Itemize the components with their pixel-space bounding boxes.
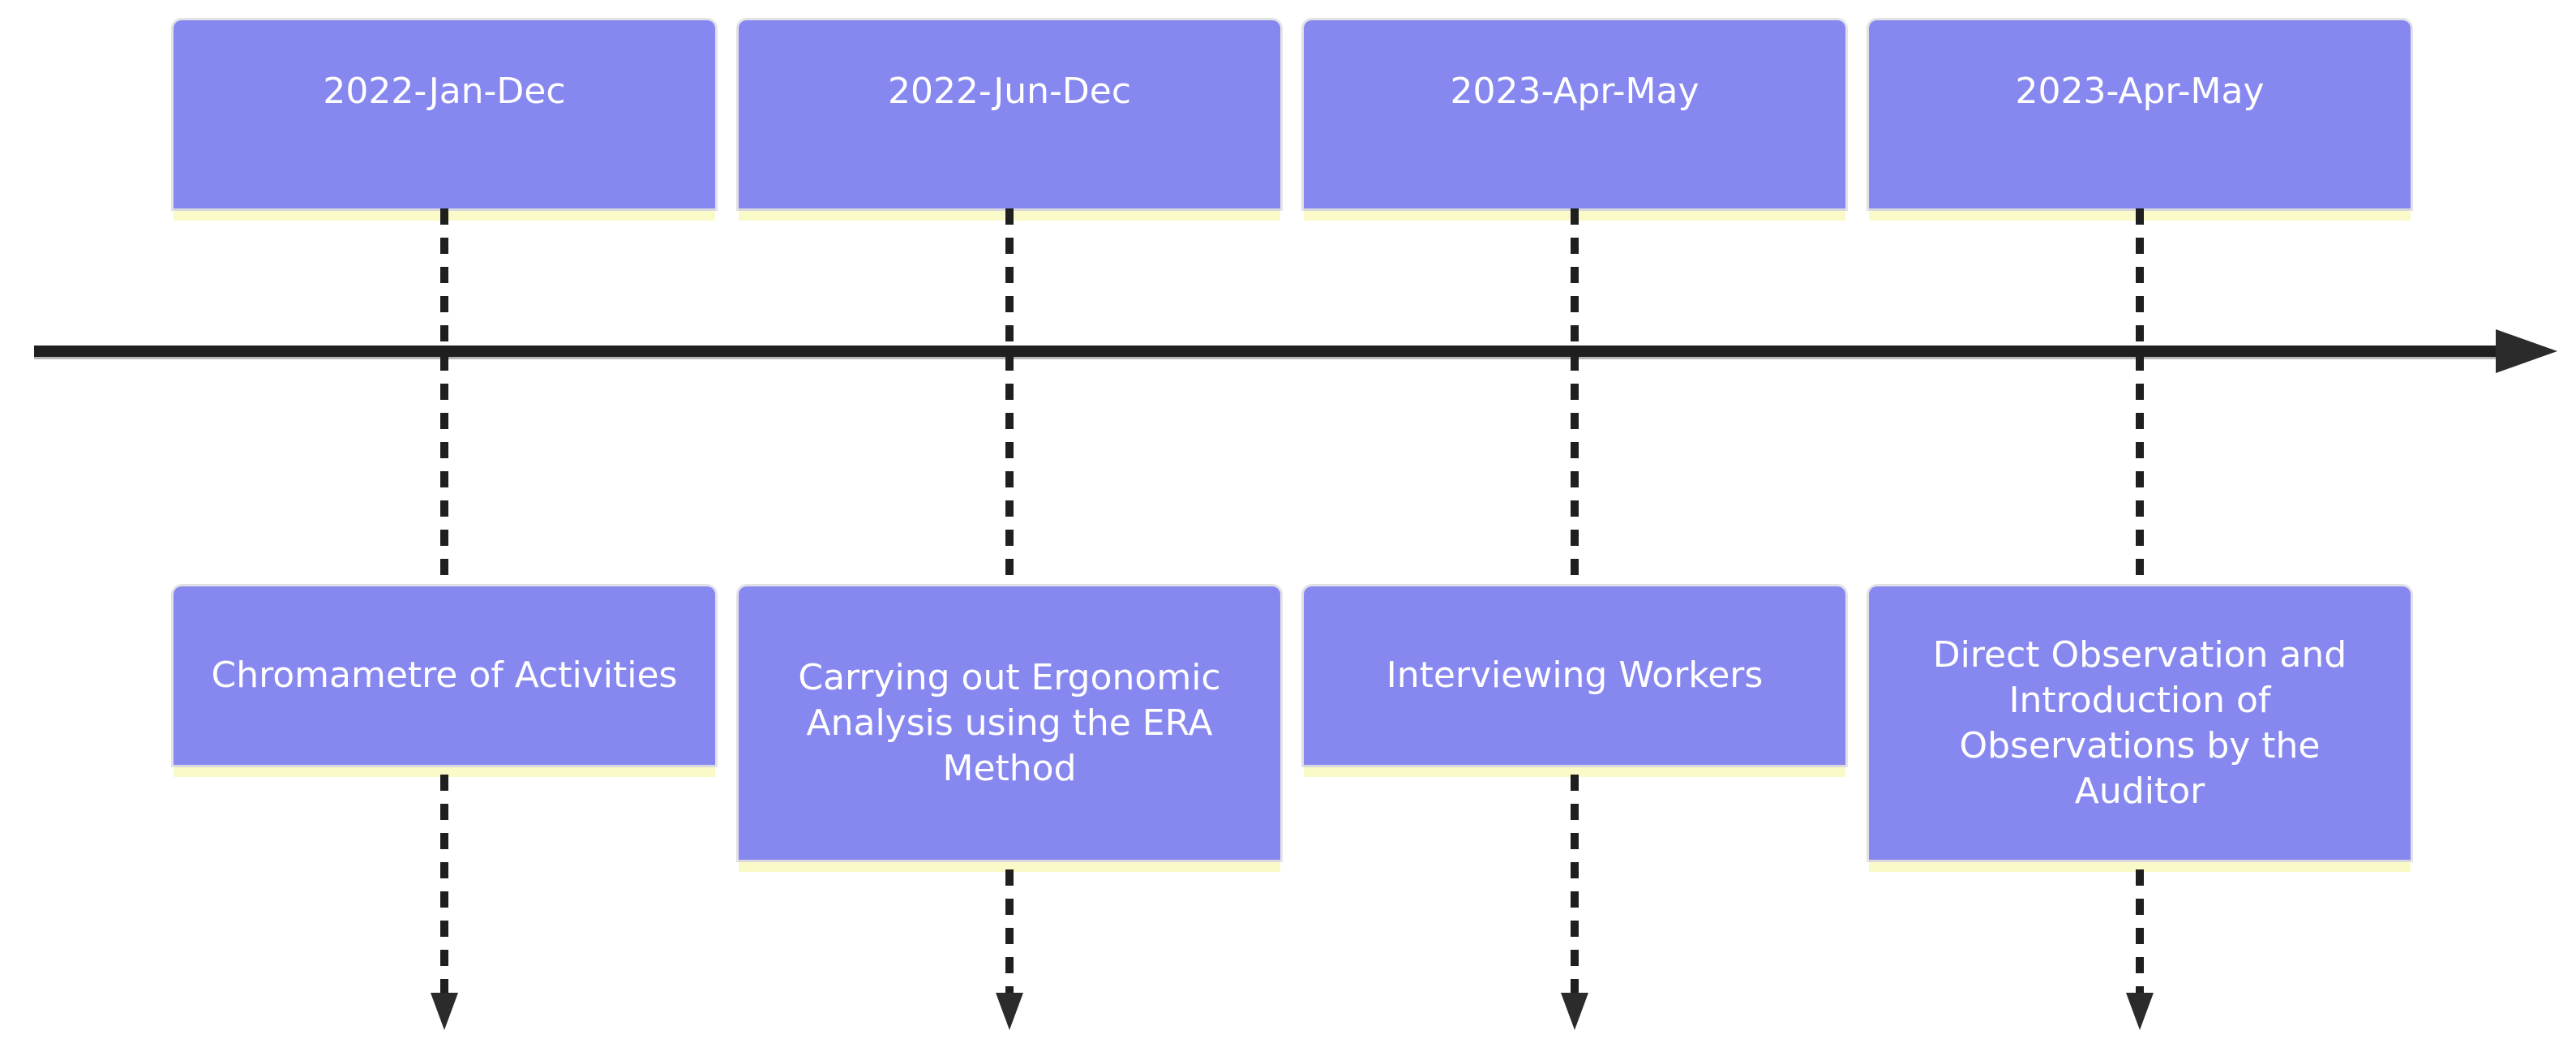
connector-dashed-line [1005, 869, 1014, 994]
activity-box: Carrying out Ergonomic Analysis using th… [739, 586, 1280, 872]
date-box: 2023-Apr-May [1869, 20, 2411, 221]
timeline-axis-arrowhead-icon [2496, 329, 2557, 373]
connector-dashed-line [440, 208, 448, 586]
activity-label: Carrying out Ergonomic Analysis using th… [798, 656, 1221, 789]
connector-dashed-line [2136, 869, 2144, 994]
activity-box: Chromametre of Activities [174, 586, 715, 777]
timeline-axis [34, 346, 2501, 357]
accent-strip [739, 860, 1280, 872]
activity-box: Direct Observation and Introduction of O… [1869, 586, 2411, 872]
timeline-column-1: 2022-Jan-Dec Chromametre of Activities [174, 0, 715, 1056]
date-box: 2022-Jun-Dec [739, 20, 1280, 221]
activity-label: Direct Observation and Introduction of O… [1932, 633, 2347, 812]
connector-dashed-line [2136, 208, 2144, 586]
activity-label: Interviewing Workers [1386, 655, 1764, 696]
accent-strip [1869, 860, 2411, 872]
activity-box: Interviewing Workers [1304, 586, 1845, 777]
connector-dashed-line [440, 775, 448, 994]
timeline-column-4: 2023-Apr-May Direct Observation and Intr… [1869, 0, 2411, 1056]
down-arrowhead-icon [2126, 993, 2154, 1030]
date-label: 2023-Apr-May [1450, 71, 1699, 112]
activity-label: Chromametre of Activities [211, 655, 678, 696]
connector-dashed-line [1005, 208, 1014, 586]
connector-dashed-line [1571, 208, 1579, 586]
date-box: 2022-Jan-Dec [174, 20, 715, 221]
down-arrowhead-icon [1561, 993, 1588, 1030]
date-box: 2023-Apr-May [1304, 20, 1845, 221]
accent-strip [174, 765, 715, 777]
timeline-column-3: 2023-Apr-May Interviewing Workers [1304, 0, 1845, 1056]
accent-strip [1304, 765, 1845, 777]
down-arrowhead-icon [431, 993, 458, 1030]
timeline-column-2: 2022-Jun-Dec Carrying out Ergonomic Anal… [739, 0, 1280, 1056]
down-arrowhead-icon [996, 993, 1023, 1030]
date-label: 2022-Jan-Dec [323, 71, 566, 112]
date-label: 2022-Jun-Dec [887, 71, 1132, 112]
connector-dashed-line [1571, 775, 1579, 994]
date-label: 2023-Apr-May [2015, 71, 2265, 112]
